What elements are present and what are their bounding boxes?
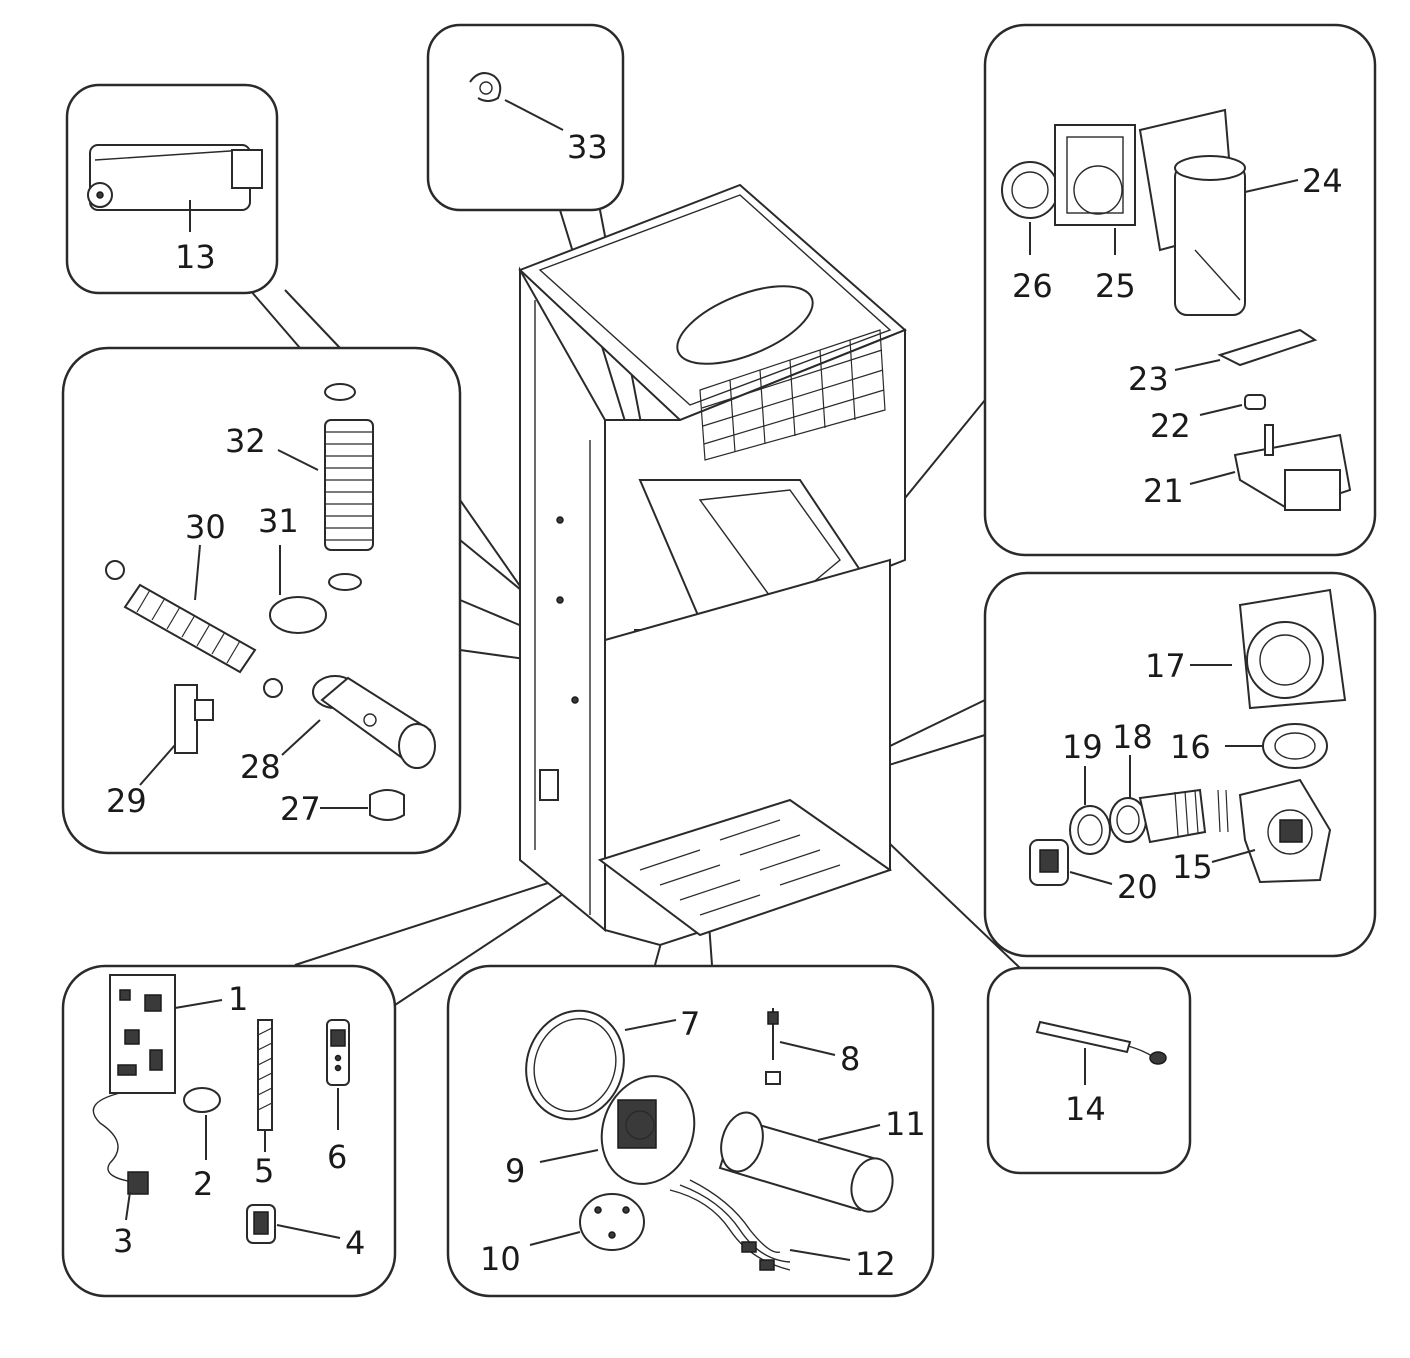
callout-21: 21	[1143, 472, 1184, 510]
clip-drawing	[469, 72, 502, 102]
callout-7: 7	[680, 1005, 700, 1043]
strip-part-5	[257, 1019, 273, 1131]
stove-body	[518, 183, 907, 947]
panel-part-33: 33	[426, 23, 625, 212]
callout-8: 8	[840, 1040, 860, 1078]
panel-parts-27-32: 32 31 30 29	[61, 346, 462, 855]
knob-part-2	[183, 1087, 221, 1113]
callout-12: 12	[855, 1245, 896, 1283]
callout-2: 2	[193, 1165, 213, 1203]
callout-33: 33	[567, 128, 608, 166]
housing-part-17	[1238, 588, 1347, 710]
cylinder-part-24	[1138, 108, 1246, 316]
panel-parts-21-26: 26 25 24 23 22 21	[983, 23, 1377, 557]
callout-17: 17	[1145, 647, 1186, 685]
callout-5: 5	[254, 1152, 274, 1190]
tube-part-28	[312, 675, 436, 769]
callout-11: 11	[885, 1105, 926, 1143]
circuit-board-part-1	[109, 974, 176, 1094]
bellows-part-32	[324, 383, 374, 591]
callout-28: 28	[240, 748, 281, 786]
display-part-6	[326, 1019, 350, 1086]
callout-14: 14	[1065, 1090, 1106, 1128]
callout-19: 19	[1062, 728, 1103, 766]
burner-plate-part-9	[600, 1075, 696, 1185]
callout-22: 22	[1150, 407, 1191, 445]
pipe-segment	[1138, 788, 1229, 844]
sensor-part-8	[765, 1008, 781, 1085]
gasket-part-25	[1054, 124, 1136, 226]
callout-6: 6	[327, 1138, 347, 1176]
tube-part-11	[718, 1111, 894, 1213]
callout-18: 18	[1112, 718, 1153, 756]
callout-25: 25	[1095, 267, 1136, 305]
panel-parts-1-6: 1 3 2 5 6	[61, 964, 397, 1298]
plate-part-10	[579, 1193, 645, 1251]
callout-20: 20	[1117, 868, 1158, 906]
gear-motor-drawing	[87, 144, 263, 211]
callout-3: 3	[113, 1222, 133, 1260]
cap-part-31	[269, 596, 327, 634]
gasket-part-7	[525, 1009, 625, 1121]
plate-part-23	[1217, 328, 1318, 367]
callout-23: 23	[1128, 360, 1169, 398]
fan-part-15	[1238, 778, 1332, 884]
hose-part-30	[105, 560, 283, 698]
callout-29: 29	[106, 782, 147, 820]
callout-13: 13	[175, 238, 216, 276]
callout-24: 24	[1302, 162, 1343, 200]
callout-31: 31	[258, 502, 299, 540]
switch-part-4	[246, 1204, 276, 1244]
callout-32: 32	[225, 422, 266, 460]
callout-15: 15	[1172, 848, 1213, 886]
panel-parts-15-20: 17 16 19 18 15	[983, 571, 1377, 958]
panel-part-13: 13	[65, 83, 279, 295]
cable-part-3	[92, 1092, 141, 1184]
callout-26: 26	[1012, 267, 1053, 305]
motor-part-21	[1233, 424, 1352, 512]
callout-16: 16	[1170, 728, 1211, 766]
callout-27: 27	[280, 790, 321, 828]
block-part-27	[369, 789, 405, 821]
panel-parts-7-12: 7 8 9 11 10	[446, 964, 935, 1298]
callout-9: 9	[505, 1152, 525, 1190]
cap-part-20	[1029, 839, 1069, 886]
panel-part-14: 14	[986, 966, 1192, 1175]
bushing-part-22	[1244, 394, 1266, 410]
callout-4: 4	[345, 1224, 365, 1262]
gasket-part-16	[1262, 723, 1328, 769]
ring-part-19	[1069, 805, 1111, 855]
callout-1: 1	[228, 980, 248, 1018]
callout-30: 30	[185, 508, 226, 546]
callout-10: 10	[480, 1240, 521, 1278]
harness-part-12	[669, 1179, 791, 1271]
ring-part-26	[1001, 161, 1059, 219]
igniter-part-14	[1035, 1020, 1167, 1065]
bracket-part-29	[174, 684, 214, 754]
